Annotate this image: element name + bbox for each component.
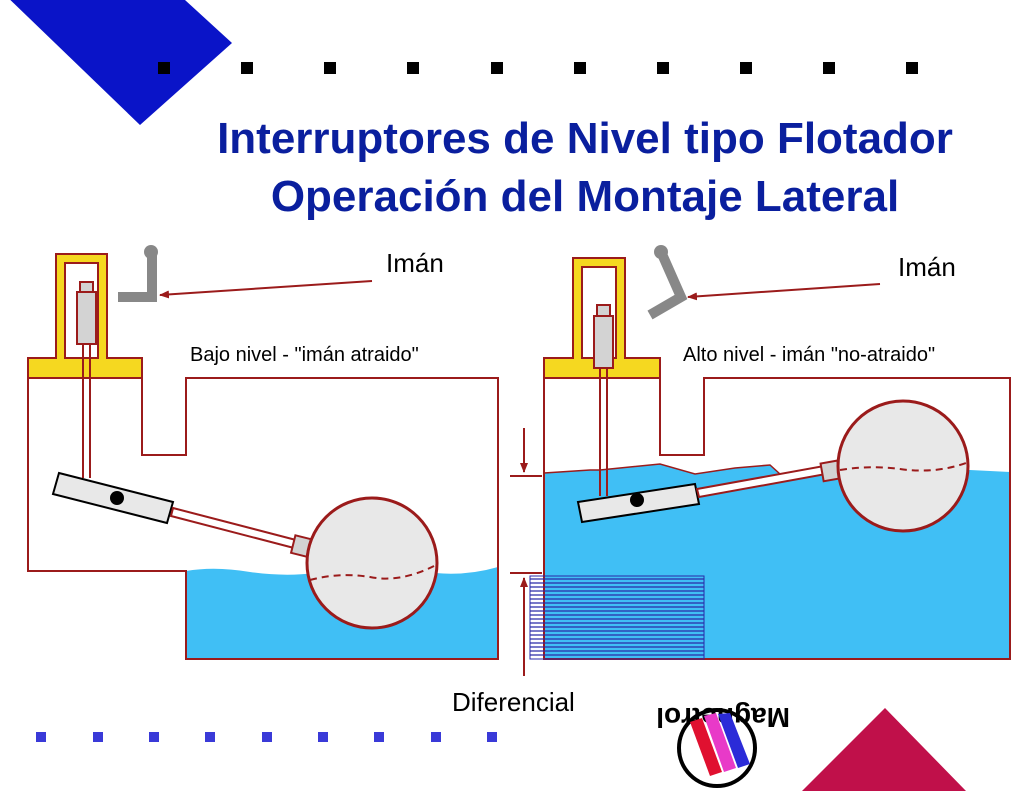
magnet-arrow-right	[687, 283, 881, 301]
magnet-icon-right	[647, 251, 688, 320]
float-ball-right	[836, 399, 970, 533]
magnet-sleeve-right	[593, 315, 614, 369]
deco-square	[740, 62, 752, 74]
magnet-label-left: Imán	[386, 248, 444, 278]
logo-stripe-magenta	[704, 713, 736, 772]
deco-square	[262, 732, 272, 742]
deco-square	[36, 732, 46, 742]
deco-square	[158, 62, 170, 74]
deco-square	[374, 732, 384, 742]
deco-square	[318, 732, 328, 742]
deco-square	[205, 732, 215, 742]
right-panel: Imán Alto nivel - imán "no-atraido"	[543, 245, 1011, 660]
sleeve-cap-left	[79, 281, 94, 293]
deco-square	[324, 62, 336, 74]
pivot-pin-left	[110, 491, 124, 505]
deco-square	[491, 62, 503, 74]
chamber-outline-left	[27, 377, 499, 660]
pivot-pin-right	[630, 493, 644, 507]
float-arm-left	[169, 506, 298, 550]
deco-square	[407, 62, 419, 74]
state-label-left: Bajo nivel - "imán atraido"	[190, 344, 419, 366]
water-wave-right	[543, 463, 821, 475]
float-waterline-left	[309, 565, 435, 581]
corner-triangle-bottom-right	[802, 708, 966, 791]
left-panel: Imán Bajo nivel - "imán atraido"	[27, 245, 499, 660]
logo-ring	[677, 708, 757, 788]
deco-square	[241, 62, 253, 74]
magnetrol-logo: Magnetrol	[656, 702, 790, 788]
differential-indicator: Diferencial	[452, 428, 705, 717]
magnet-sleeve-left	[76, 291, 97, 345]
differential-label: Diferencial	[452, 687, 575, 717]
deco-square	[93, 732, 103, 742]
magnet-pivot-right	[654, 245, 668, 259]
magnet-arrow-left	[159, 280, 373, 299]
title-line-1: Interruptores de Nivel tipo Flotador	[217, 114, 953, 163]
deco-square	[574, 62, 586, 74]
magnet-label-right: Imán	[898, 252, 956, 282]
top-square-row	[158, 62, 918, 74]
magnet-icon-left	[118, 253, 157, 302]
deco-square	[487, 732, 497, 742]
float-ball-left	[305, 496, 439, 630]
title-line-2: Operación del Montaje Lateral	[270, 172, 900, 221]
sleeve-cap-right	[596, 304, 611, 317]
deco-square	[823, 62, 835, 74]
diff-hatch	[530, 578, 704, 656]
state-label-right: Alto nivel - imán "no-atraido"	[683, 344, 935, 366]
deco-square	[657, 62, 669, 74]
deco-square	[906, 62, 918, 74]
diff-hatch-frame	[529, 575, 705, 660]
corner-triangle-top-left	[0, 0, 232, 125]
float-waterline-right	[839, 462, 967, 472]
logo-stripe-red	[690, 718, 722, 776]
magnet-pivot-left	[144, 245, 158, 259]
logo-stripe-blue	[718, 713, 750, 768]
bottom-square-row	[36, 732, 497, 742]
deco-square	[431, 732, 441, 742]
deco-square	[149, 732, 159, 742]
